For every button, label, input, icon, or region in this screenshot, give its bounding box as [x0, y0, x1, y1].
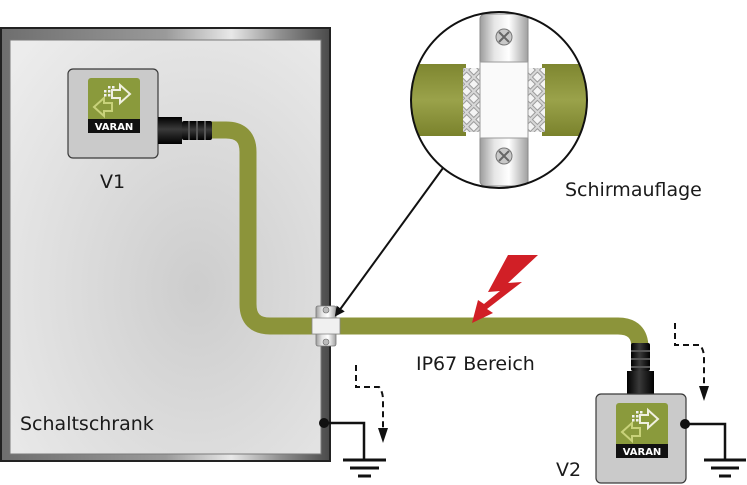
- label-v1: V1: [100, 171, 125, 193]
- connector-v1: [158, 117, 212, 144]
- label-v2: V2: [556, 459, 581, 481]
- field-cable: [206, 121, 649, 349]
- interference-path: [355, 365, 384, 430]
- module-v2: VARAN: [595, 393, 687, 484]
- module-v1: VARAN: [67, 68, 212, 159]
- connector-v2: [627, 343, 654, 394]
- varan-logo-v1: VARAN: [88, 78, 140, 133]
- screw-icon: [322, 338, 330, 346]
- ground-symbol-icon: [704, 458, 746, 478]
- module-badge-label: VARAN: [95, 122, 134, 133]
- shield-clamp-detail: [410, 11, 588, 189]
- varan-logo-v2: VARAN: [616, 403, 668, 458]
- pointer-arrow: [334, 167, 444, 317]
- module-badge-label: VARAN: [623, 447, 662, 458]
- varan-arrows-icon: [92, 82, 132, 119]
- control-cabinet: [0, 27, 331, 462]
- shield-clamp-small: [311, 305, 341, 347]
- ground-symbol-icon: [343, 458, 386, 478]
- varan-arrows-icon: [620, 407, 660, 444]
- ground-v2: [674, 323, 746, 478]
- interference-path: [674, 323, 705, 388]
- screw-icon: [495, 147, 513, 165]
- label-cabinet: Schaltschrank: [20, 413, 154, 435]
- screw-icon: [495, 28, 513, 46]
- lightning-bolt-icon: [472, 255, 538, 323]
- label-ip67: IP67 Bereich: [416, 353, 535, 375]
- ground-cabinet: [319, 365, 388, 478]
- label-shield-clamp: Schirmauflage: [565, 179, 702, 201]
- screw-icon: [322, 306, 330, 314]
